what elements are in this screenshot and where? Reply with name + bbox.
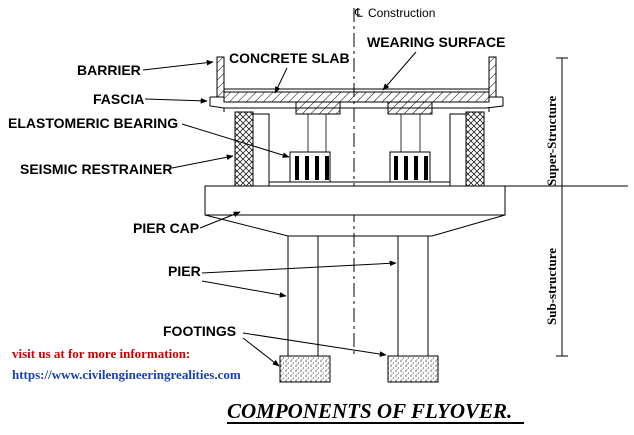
label-barrier: BARRIER [77, 62, 141, 78]
label-seismic-restrainer: SEISMIC RESTRAINER [20, 161, 172, 177]
pier-left [287, 236, 319, 356]
super-structure-label: Super-Structure [544, 96, 559, 187]
centerline-symbol: ℄ [354, 6, 363, 20]
website-url[interactable]: https://www.civilengineeringrealities.co… [12, 367, 241, 382]
label-fascia: FASCIA [93, 91, 144, 107]
label-footings: FOOTINGS [163, 323, 236, 339]
pier-cap [204, 185, 506, 237]
footing-right [387, 355, 439, 383]
elastomeric-bearing-right [389, 151, 431, 183]
label-elastomeric-bearing: ELASTOMERIC BEARING [8, 115, 178, 131]
label-wearing-surface: WEARING SURFACE [367, 34, 505, 50]
label-pier: PIER [168, 263, 201, 279]
diagram-title: COMPONENTS OF FLYOVER. [227, 399, 512, 423]
label-pier-cap: PIER CAP [133, 220, 199, 236]
label-concrete-slab: CONCRETE SLAB [229, 50, 350, 66]
concrete-slab [209, 88, 504, 115]
footing-left [279, 355, 331, 383]
sub-structure-label: Sub-structure [544, 248, 559, 325]
girder-right [449, 111, 485, 187]
barrier-right [488, 56, 497, 98]
visit-text: visit us at for more information: [12, 346, 190, 361]
pier-right [397, 236, 429, 356]
centerline-label: Construction [368, 6, 435, 20]
elastomeric-bearing-left [289, 151, 331, 183]
barrier-left [216, 56, 225, 98]
